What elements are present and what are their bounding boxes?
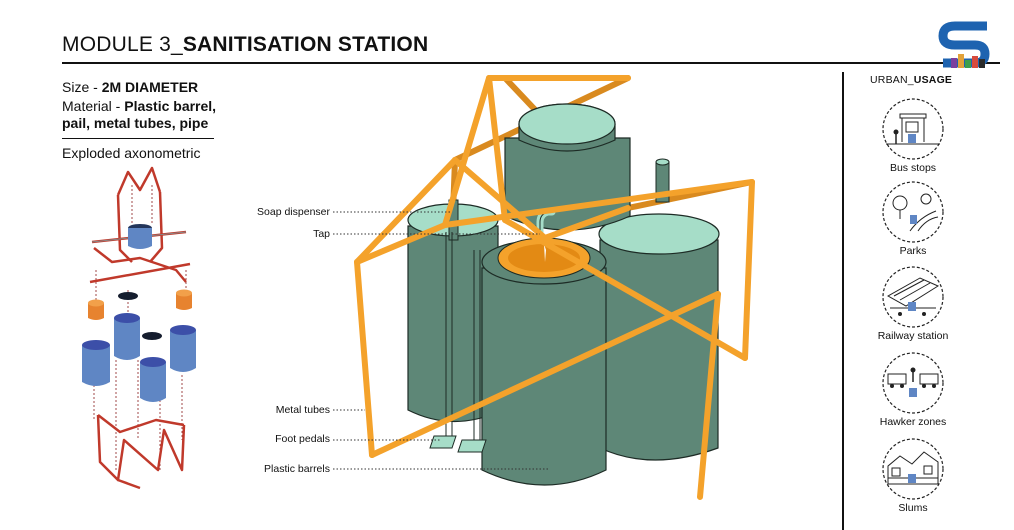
title-rule <box>62 62 1000 64</box>
hawker-icon <box>882 352 944 414</box>
callout-tap: Tap <box>313 228 330 240</box>
page-title: MODULE 3_SANITISATION STATION <box>62 33 429 56</box>
usage-item-bus-stops: Bus stops <box>853 98 973 174</box>
slum-icon <box>882 438 944 500</box>
usage-item-parks: Parks <box>853 181 973 257</box>
spec-rule <box>62 138 214 139</box>
callout-foot-pedals: Foot pedals <box>275 433 330 445</box>
usage-item-railway-station: Railway station <box>853 266 973 342</box>
usage-heading: URBAN_USAGE <box>870 74 953 86</box>
usage-label: Bus stops <box>889 162 937 174</box>
material-spec: Material - Plastic barrel, <box>62 98 217 114</box>
usage-label: Parks <box>899 245 927 257</box>
usage-item-hawker-zones: Hawker zones <box>853 352 973 428</box>
usage-label: Hawker zones <box>879 416 947 428</box>
bus-stop-icon <box>882 98 944 160</box>
usage-label: Slums <box>898 502 928 514</box>
park-icon <box>882 181 944 243</box>
exploded-diagram <box>82 166 196 490</box>
usage-item-slums: Slums <box>853 438 973 514</box>
material-spec-line2: pail, metal tubes, pipe <box>62 115 209 131</box>
size-spec: Size - 2M DIAMETER <box>62 79 199 95</box>
callout-plastic-barrels: Plastic barrels <box>264 463 330 475</box>
view-label: Exploded axonometric <box>62 145 201 161</box>
callout-metal-tubes: Metal tubes <box>275 404 330 416</box>
side-divider <box>842 72 844 530</box>
station-drawing <box>82 75 755 500</box>
usage-label: Railway station <box>877 330 949 342</box>
train-icon <box>882 266 944 328</box>
station-assembly <box>333 75 755 500</box>
brand-logo-icon <box>938 21 990 68</box>
callout-soap-dispenser: Soap dispenser <box>257 206 330 218</box>
